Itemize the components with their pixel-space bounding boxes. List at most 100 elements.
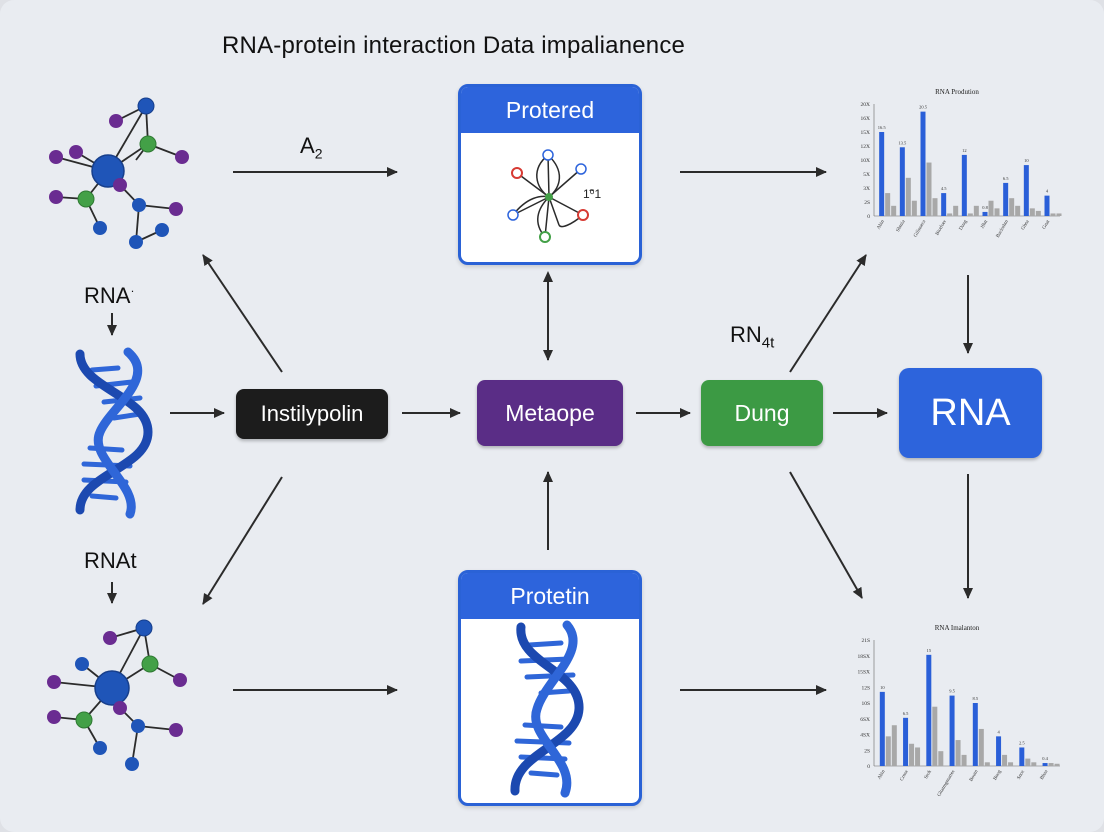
bar-data-label: 20.5 xyxy=(919,105,928,110)
chart-bar xyxy=(1008,762,1014,766)
y-tick-label: 0 xyxy=(867,214,870,220)
bar-data-label: 0.8 xyxy=(982,205,988,210)
x-tick-label: Ghea xyxy=(1021,219,1031,231)
arrow-dung-to-chart-bottom xyxy=(789,471,863,599)
rn4t-label: RN4t xyxy=(730,322,775,352)
x-tick-label: Gnat xyxy=(1042,219,1051,230)
bar-data-label: 16.5 xyxy=(878,125,887,130)
y-tick-label: 2S xyxy=(864,200,870,206)
chart-bar xyxy=(978,728,984,766)
x-tick-label: Gilinseca xyxy=(913,219,927,239)
arrow-instilypolin-to-molecule-bottom xyxy=(202,476,283,605)
metaope-node[interactable]: Metaope xyxy=(477,380,623,446)
chart-bar xyxy=(967,213,973,216)
y-tick-label: 21S xyxy=(861,638,870,644)
protetin-panel[interactable]: Protetin xyxy=(458,570,642,806)
protered-panel-header: Protered xyxy=(461,87,639,133)
chart-bar xyxy=(903,717,909,766)
x-tick-label: Biotfoer xyxy=(935,219,948,236)
chart-bar xyxy=(973,205,979,216)
y-tick-label: 6SX xyxy=(860,717,870,723)
chart-bar xyxy=(891,725,897,766)
bar-data-label: 9.5 xyxy=(949,689,955,694)
chart-bar xyxy=(885,193,891,216)
chart-bar xyxy=(949,695,955,766)
chart-bar xyxy=(879,132,885,216)
chart-bar xyxy=(988,200,994,216)
x-tick-label: Bnog xyxy=(993,769,1003,781)
chart-bar xyxy=(1023,165,1029,216)
chart-bar xyxy=(926,654,932,766)
chart-bar xyxy=(947,213,953,216)
chart-bar xyxy=(953,205,959,216)
y-tick-label: 15X xyxy=(861,130,871,136)
bar-data-label: 4 xyxy=(1046,189,1049,194)
arrow-label-a2: A2 xyxy=(300,133,323,162)
y-tick-label: 3X xyxy=(863,186,870,192)
chart-bar xyxy=(994,208,1000,216)
diagram-title: RNA-protein interaction Data impalianenc… xyxy=(222,32,686,59)
instilypolin-node[interactable]: Instilypolin xyxy=(236,389,388,439)
x-tick-label: Abin xyxy=(877,219,887,231)
y-tick-label: 16X xyxy=(861,116,871,122)
chart-bar xyxy=(955,740,961,766)
protein-network-icon xyxy=(507,149,589,243)
dung-node[interactable]: Dung xyxy=(701,380,823,446)
arrow-instilypolin-to-molecule-top xyxy=(202,254,283,373)
chart-bar xyxy=(1035,210,1041,216)
bar-data-label: 8.5 xyxy=(973,696,979,701)
y-tick-label: 12S xyxy=(861,685,870,691)
y-tick-label: 15SX xyxy=(857,670,870,676)
x-tick-label: Bhaa xyxy=(1040,769,1050,781)
chart-bar xyxy=(1009,198,1015,216)
dna-helix-panel xyxy=(510,620,584,798)
chart-bar xyxy=(961,154,967,216)
y-tick-label: 20X xyxy=(861,102,871,108)
bar-data-label: 4 xyxy=(997,729,1000,734)
bar-data-label: 4.5 xyxy=(941,186,947,191)
x-tick-label: Abin xyxy=(877,769,887,781)
x-tick-label: Sbmia xyxy=(896,219,907,233)
y-tick-label: 2S xyxy=(864,748,870,754)
chart-bar xyxy=(1029,208,1035,216)
bar-data-label: 15 xyxy=(927,648,932,653)
bar-data-label: 6.5 xyxy=(903,711,909,716)
y-tick-label: 5X xyxy=(863,172,870,178)
bar-data-label: 2.5 xyxy=(1019,740,1025,745)
x-tick-label: Crnor xyxy=(900,769,910,782)
x-tick-label: Baclothtn xyxy=(996,219,1010,239)
chart-bar xyxy=(879,691,885,766)
y-tick-label: 0 xyxy=(867,764,870,770)
y-tick-label: 4SX xyxy=(860,733,870,739)
chart-bar xyxy=(1025,758,1031,766)
chart-bar xyxy=(915,747,921,766)
chart-rna-imalanton: RNA Imalanton21S18SX15SX12S10S6SX4SX2S01… xyxy=(857,624,1060,798)
bar-data-label: 12 xyxy=(962,148,967,153)
protered-annotation: 1̃⁰1 xyxy=(583,187,602,201)
bar-data-label: 10 xyxy=(880,685,885,690)
chart-bar xyxy=(911,200,917,216)
rna-node[interactable]: RNA xyxy=(899,368,1042,458)
x-tick-label: Snoc xyxy=(1017,769,1027,781)
chart-bar xyxy=(1048,763,1054,766)
bar-data-label: 6.5 xyxy=(1003,176,1009,181)
chart-bar xyxy=(1019,747,1025,766)
chart-rna-prodution: RNA Prodution20X16X15X12X10X5X3X2S016.5A… xyxy=(861,88,1062,239)
chart-title: RNA Prodution xyxy=(935,88,979,96)
dna-helix-left xyxy=(75,347,153,519)
chart-bar xyxy=(1044,195,1050,216)
chart-bar xyxy=(926,162,932,216)
chart-bar xyxy=(984,762,990,766)
chart-bar xyxy=(982,211,988,216)
chart-title: RNA Imalanton xyxy=(935,624,980,632)
y-tick-label: 10S xyxy=(861,701,870,707)
x-tick-label: Srok xyxy=(924,769,933,780)
chart-bar xyxy=(1003,182,1009,216)
chart-bar xyxy=(1054,763,1060,766)
chart-bar xyxy=(1002,754,1008,766)
chart-bar xyxy=(1056,213,1062,216)
x-tick-label: Jfhtt xyxy=(980,219,989,230)
chart-bar xyxy=(941,193,947,216)
protered-panel[interactable]: Protered 1̃⁰1 xyxy=(458,84,642,265)
